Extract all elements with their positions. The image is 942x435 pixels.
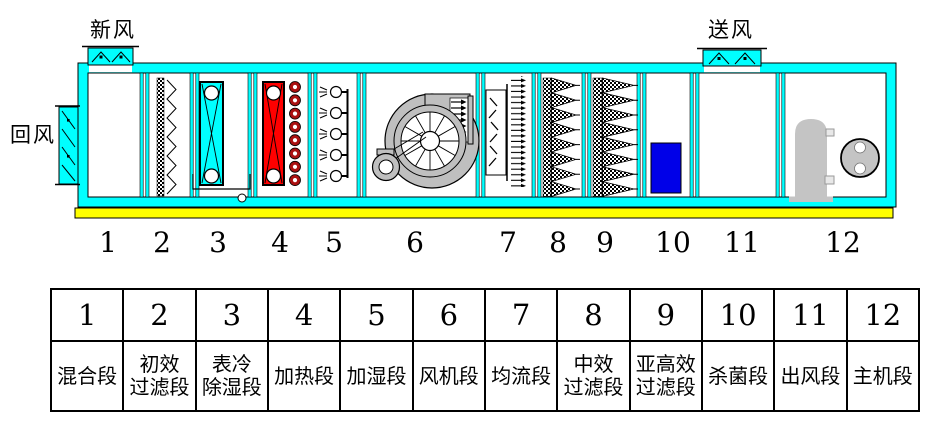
legend-label-6: 风机段 <box>411 340 486 412</box>
supply-air-label: 送风 <box>708 18 754 42</box>
drain-pan <box>192 174 251 190</box>
medium-filter <box>542 77 580 197</box>
section-number-8: 8 <box>549 226 567 259</box>
section-number-2: 2 <box>153 226 171 259</box>
legend-num-11: 11 <box>773 288 848 342</box>
compressor <box>789 119 835 202</box>
section-number-5: 5 <box>325 226 343 259</box>
section-number-9: 9 <box>596 226 614 259</box>
fan-spokes <box>401 112 459 170</box>
legend-label-4: 加热段 <box>266 340 342 412</box>
legend-label-7: 均流段 <box>483 340 559 412</box>
motor-unit <box>840 138 880 178</box>
legend-num-3: 3 <box>194 288 269 342</box>
legend-number-row: 1 2 3 4 5 6 7 8 9 10 11 12 <box>49 288 921 342</box>
legend-label-11: 出风段 <box>773 340 848 412</box>
legend-num-12: 12 <box>845 288 921 342</box>
humidifier <box>318 85 349 183</box>
legend-num-10: 10 <box>700 288 776 342</box>
uv-sterilizer-lamp <box>650 142 682 194</box>
base-rail <box>74 207 894 219</box>
legend-num-1: 1 <box>49 288 125 342</box>
legend-label-10: 杀菌段 <box>700 340 776 412</box>
section-number-7: 7 <box>499 226 517 259</box>
return-air-label: 回风 <box>10 123 56 147</box>
section-number-12: 12 <box>825 226 861 259</box>
legend-num-9: 9 <box>628 288 703 342</box>
legend-table: 1 2 3 4 5 6 7 8 9 10 11 12 混合段 初效过滤段 表冷除… <box>49 288 921 412</box>
legend-num-2: 2 <box>122 288 197 342</box>
legend-label-row: 混合段 初效过滤段 表冷除湿段 加热段 加湿段 风机段 均流段 中效过滤段 亚高… <box>49 340 921 412</box>
legend-label-9: 亚高效过滤段 <box>628 340 703 412</box>
flow-equalizer <box>485 76 527 187</box>
legend-label-12: 主机段 <box>845 340 921 412</box>
drain-outlet <box>237 193 247 203</box>
section-number-3: 3 <box>209 226 227 259</box>
section-number-6: 6 <box>406 226 424 259</box>
legend-num-4: 4 <box>266 288 342 342</box>
section-numbers: 1 2 3 4 5 6 7 8 9 10 11 12 <box>99 226 861 259</box>
return-air-louver <box>55 105 80 186</box>
legend-label-3: 表冷除湿段 <box>194 340 269 412</box>
fresh-air-opening <box>89 64 132 73</box>
legend-num-6: 6 <box>411 288 486 342</box>
legend-label-2: 初效过滤段 <box>122 340 197 412</box>
supply-air-outlet <box>697 47 767 67</box>
legend-num-8: 8 <box>556 288 631 342</box>
section-number-11: 11 <box>724 226 760 259</box>
legend-label-5: 加湿段 <box>339 340 414 412</box>
airflow-arrows <box>510 76 527 187</box>
fan-assembly <box>371 93 480 189</box>
section-number-1: 1 <box>99 226 117 259</box>
sub-hepa-filter <box>592 77 638 197</box>
fresh-air-label: 新风 <box>90 18 136 42</box>
fresh-air-intake <box>82 45 139 66</box>
legend-num-7: 7 <box>483 288 559 342</box>
pre-filter <box>156 77 177 197</box>
heating-coil <box>262 81 301 187</box>
fan-belt <box>394 136 427 160</box>
section-number-10: 10 <box>655 226 691 259</box>
legend-label-1: 混合段 <box>49 340 125 412</box>
heater-elements <box>289 81 301 187</box>
legend-num-5: 5 <box>339 288 414 342</box>
cooling-coil <box>192 81 251 203</box>
legend-label-8: 中效过滤段 <box>556 340 631 412</box>
ahu-schematic: 新风 送风 回风 <box>10 18 897 259</box>
supply-air-opening <box>704 64 760 73</box>
section-number-4: 4 <box>271 226 289 259</box>
